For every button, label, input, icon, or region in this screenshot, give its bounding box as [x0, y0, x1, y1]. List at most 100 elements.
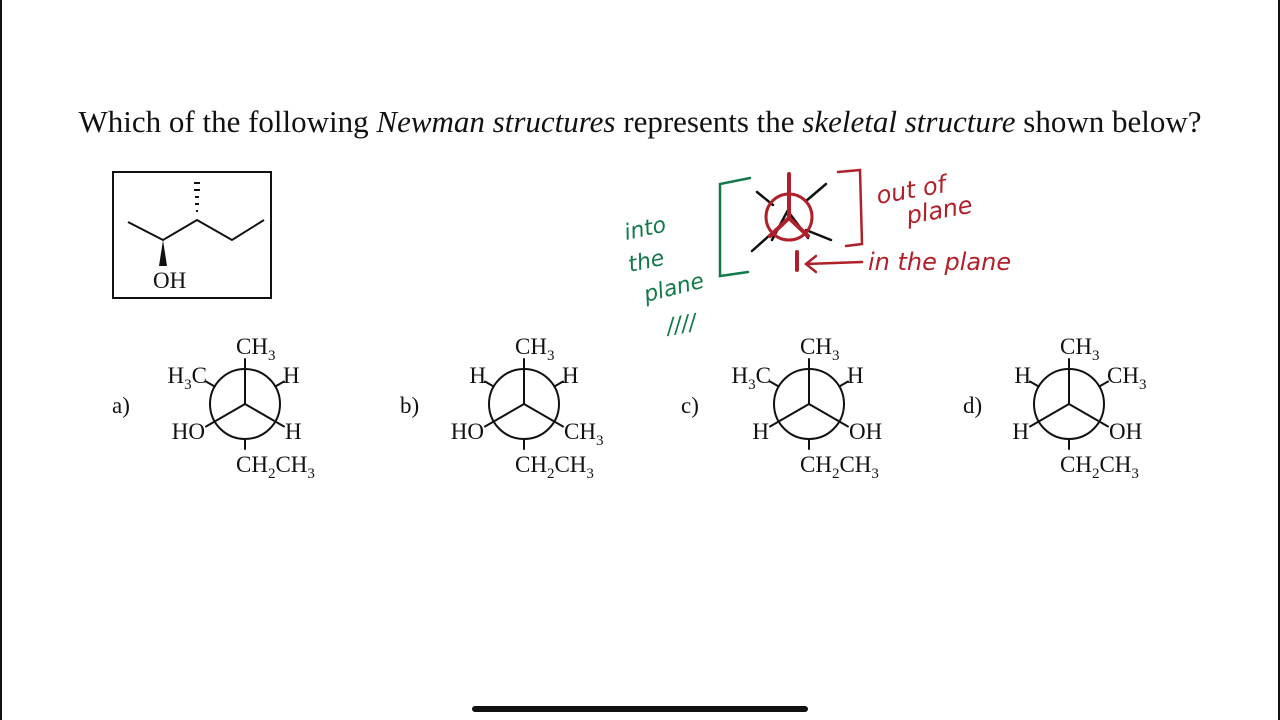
upper-left-substituent: H — [469, 363, 486, 388]
front-bond — [769, 403, 810, 428]
question-part-1: Which of the following — [78, 104, 377, 139]
lower-left-substituent-part: HO — [172, 419, 205, 444]
top-substituent-part: CH — [1060, 334, 1092, 359]
lower-left-substituent: HO — [172, 419, 205, 444]
skeletal-chain — [127, 218, 265, 242]
upper-right-substituent-part: CH — [1107, 363, 1139, 388]
upper-right-substituent: H — [847, 363, 864, 388]
option-letter: d) — [963, 393, 982, 418]
lower-right-substituent-part: CH — [564, 419, 596, 444]
top-substituent: CH3 — [800, 334, 839, 364]
question-italic-skeletal: skeletal structure — [802, 104, 1016, 139]
top-substituent: CH3 — [515, 334, 554, 364]
bottom-substituent-part: CH — [839, 452, 871, 477]
top-substituent-part: CH — [236, 334, 268, 359]
upper-left-substituent: H3C — [168, 363, 207, 393]
top-substituent-part: 3 — [268, 348, 276, 364]
upper-left-substituent: H — [1014, 363, 1031, 388]
back-bond — [205, 380, 216, 388]
option-letter: a) — [112, 393, 130, 418]
top-substituent: CH3 — [1060, 334, 1099, 364]
front-bond — [205, 403, 246, 428]
bonds — [205, 358, 285, 450]
bottom-substituent-part: CH — [554, 452, 586, 477]
top-substituent-part: CH — [800, 334, 832, 359]
home-indicator[interactable] — [472, 706, 808, 712]
upper-left-substituent: H3C — [732, 363, 771, 393]
upper-left-substituent-part: C — [192, 363, 207, 388]
plane-text: plane — [640, 269, 706, 308]
bottom-substituent-part: CH — [275, 452, 307, 477]
upper-right-substituent: H — [283, 363, 300, 388]
bottom-substituent-part: 2 — [547, 466, 555, 482]
bottom-substituent: CH2CH3 — [515, 452, 594, 482]
bottom-substituent: CH2CH3 — [236, 452, 315, 482]
lower-right-substituent: OH — [849, 419, 882, 444]
front-bond — [808, 403, 849, 428]
back-bond — [1098, 380, 1109, 388]
lower-left-substituent: HO — [451, 419, 484, 444]
into-text: into — [622, 213, 668, 246]
upper-right-substituent: H — [562, 363, 579, 388]
top-substituent-part: 3 — [1092, 348, 1100, 364]
question-italic-newman: Newman structures — [376, 104, 616, 139]
lower-left-substituent: H — [752, 419, 769, 444]
bottom-substituent-part: CH — [1060, 452, 1092, 477]
bonds — [484, 358, 564, 450]
skeletal-box — [112, 171, 272, 299]
upper-right-substituent: CH3 — [1107, 363, 1146, 393]
front-bond — [1029, 403, 1070, 428]
lower-right-substituent-part: H — [285, 419, 302, 444]
question-part-3: shown below? — [1015, 104, 1202, 139]
red-arrow — [803, 254, 864, 274]
upper-left-substituent-part: H — [168, 363, 185, 388]
bottom-substituent: CH2CH3 — [1060, 452, 1139, 482]
bottom-substituent-part: 2 — [1092, 466, 1100, 482]
lower-right-substituent: OH — [1109, 419, 1142, 444]
upper-left-substituent-part: H — [732, 363, 749, 388]
lower-right-substituent: H — [285, 419, 302, 444]
back-bond — [274, 380, 285, 388]
bottom-substituent-part: 2 — [268, 466, 276, 482]
bottom-substituent-part: 2 — [832, 466, 840, 482]
back-bond — [553, 380, 564, 388]
option-letter: b) — [400, 393, 419, 418]
upper-right-substituent-part: H — [283, 363, 300, 388]
upper-right-substituent-part: 3 — [1139, 377, 1147, 393]
wedge-bond — [159, 240, 167, 266]
upper-right-substituent-part: H — [562, 363, 579, 388]
top-substituent-part: 3 — [547, 348, 555, 364]
lower-right-substituent: CH3 — [564, 419, 603, 449]
hash-bond — [194, 182, 200, 212]
green-bracket — [718, 176, 752, 278]
option-letter: c) — [681, 393, 699, 418]
skeletal-structure: OH — [112, 171, 272, 299]
bottom-substituent-part: 3 — [871, 466, 879, 482]
front-bond — [484, 403, 525, 428]
bottom-substituent-part: 3 — [586, 466, 594, 482]
bonds — [1029, 358, 1109, 450]
the-text: the — [626, 246, 667, 278]
in-the-plane-text: in the plane — [868, 248, 1011, 276]
upper-left-substituent-part: H — [469, 363, 486, 388]
upper-right-substituent-part: H — [847, 363, 864, 388]
bottom-substituent-part: 3 — [307, 466, 315, 482]
top-substituent-part: CH — [515, 334, 547, 359]
hash-marks-text: //// — [663, 310, 701, 341]
upper-left-substituent-part: C — [756, 363, 771, 388]
lower-right-substituent-part: OH — [1109, 419, 1142, 444]
top-substituent: CH3 — [236, 334, 275, 364]
right-edge-line — [1278, 0, 1280, 720]
lower-left-substituent: H — [1012, 419, 1029, 444]
red-annotation: out of plane in the plane — [803, 168, 1011, 276]
question-part-2: represents the — [615, 104, 803, 139]
question-text: Which of the following Newman structures… — [0, 104, 1280, 140]
lower-left-substituent-part: H — [1012, 419, 1029, 444]
lower-right-substituent-part: 3 — [596, 433, 604, 449]
